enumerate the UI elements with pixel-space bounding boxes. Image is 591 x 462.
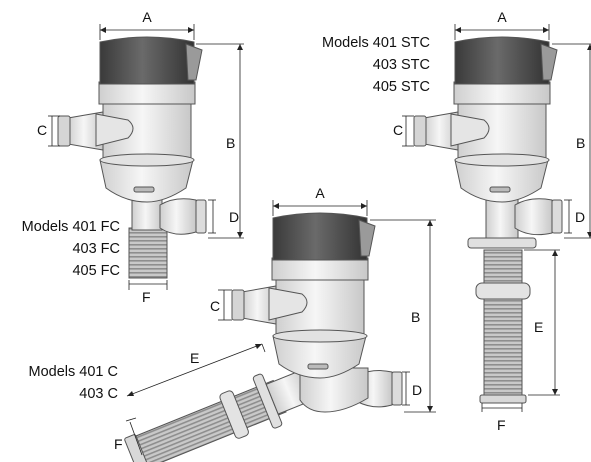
stc-inlet-end: [413, 115, 427, 147]
stc-label-E: E: [534, 319, 543, 335]
stc-cap-latch: [540, 43, 558, 81]
stc-model-3: 405 STC: [373, 79, 430, 95]
stc-label-C: C: [393, 122, 403, 138]
fc-model-list: Models 401 FC 403 FC 405 FC: [22, 219, 120, 279]
stc-model-list: Models 401 STC 403 STC 405 STC: [322, 35, 430, 95]
stc-label-A: A: [497, 9, 507, 25]
stc-side-port: [514, 198, 553, 236]
fc-model-2: 403 FC: [72, 241, 120, 257]
fc-collar: [98, 81, 196, 105]
c-inlet-end: [231, 289, 245, 321]
fc-inlet-cone: [95, 113, 134, 147]
stc-label-B: B: [576, 135, 585, 151]
stc-lower-housing: [454, 159, 549, 203]
fc-dimensions: A B C D F: [37, 9, 244, 305]
c-cap: [272, 212, 368, 261]
c-label-D: D: [412, 382, 422, 398]
c-model-list: Models 401 C 403 C: [29, 364, 118, 402]
pump-c: [124, 212, 403, 462]
stc-thread-tube: [483, 249, 523, 396]
stc-collar: [453, 81, 551, 105]
c-inlet-cone: [268, 287, 308, 321]
fc-cap: [99, 36, 195, 85]
fc-label-A: A: [142, 9, 152, 25]
fc-thread-outlet: [128, 227, 168, 279]
c-tube-end: [124, 434, 150, 462]
fc-label-B: B: [226, 135, 235, 151]
pump-stc: [413, 36, 563, 404]
c-body-rim: [272, 329, 368, 343]
fc-inlet-end: [57, 115, 71, 147]
c-model-1: Models 401 C: [29, 364, 118, 380]
stc-label-F: F: [497, 417, 506, 433]
fc-side-port: [159, 198, 197, 235]
c-thread-assembly: [124, 368, 316, 462]
c-label-F: F: [114, 436, 123, 452]
fc-model-3: 405 FC: [72, 263, 120, 279]
c-cap-latch: [358, 219, 376, 257]
stc-label-D: D: [575, 209, 585, 225]
c-dimensions: A B C D E F: [114, 185, 436, 456]
c-lower-housing: [272, 335, 367, 379]
stc-model-2: 403 STC: [373, 57, 430, 73]
stc-dimensions: A B C D E F: [393, 9, 591, 433]
fc-label-D: D: [229, 209, 239, 225]
stc-nut: [475, 282, 531, 300]
c-model-2: 403 C: [79, 386, 118, 402]
stc-side-port-end: [551, 199, 563, 234]
stc-flange: [467, 237, 537, 249]
pump-fc: [57, 36, 207, 279]
fc-lower-housing: [99, 159, 194, 203]
c-slot: [307, 363, 329, 370]
stc-slot: [489, 186, 511, 193]
c-label-A: A: [315, 185, 325, 201]
fc-label-F: F: [142, 289, 151, 305]
stc-cap: [454, 36, 550, 85]
c-outlet-body: [299, 367, 369, 413]
stc-tube-end: [479, 394, 527, 404]
fc-side-port-end: [195, 199, 207, 234]
c-side-port-end: [391, 371, 403, 406]
fc-model-1: Models 401 FC: [22, 219, 120, 235]
stc-model-1: Models 401 STC: [322, 35, 430, 51]
c-label-C: C: [210, 298, 220, 314]
fc-label-C: C: [37, 122, 47, 138]
fc-body-rim: [99, 153, 195, 167]
c-nut: [219, 390, 249, 439]
fc-slot: [133, 186, 155, 193]
stc-inlet-cone: [450, 113, 490, 147]
fc-cap-latch: [185, 43, 203, 81]
c-collar: [271, 257, 369, 281]
c-label-B: B: [411, 309, 420, 325]
c-label-E: E: [190, 350, 199, 366]
stc-body-rim: [454, 153, 550, 167]
